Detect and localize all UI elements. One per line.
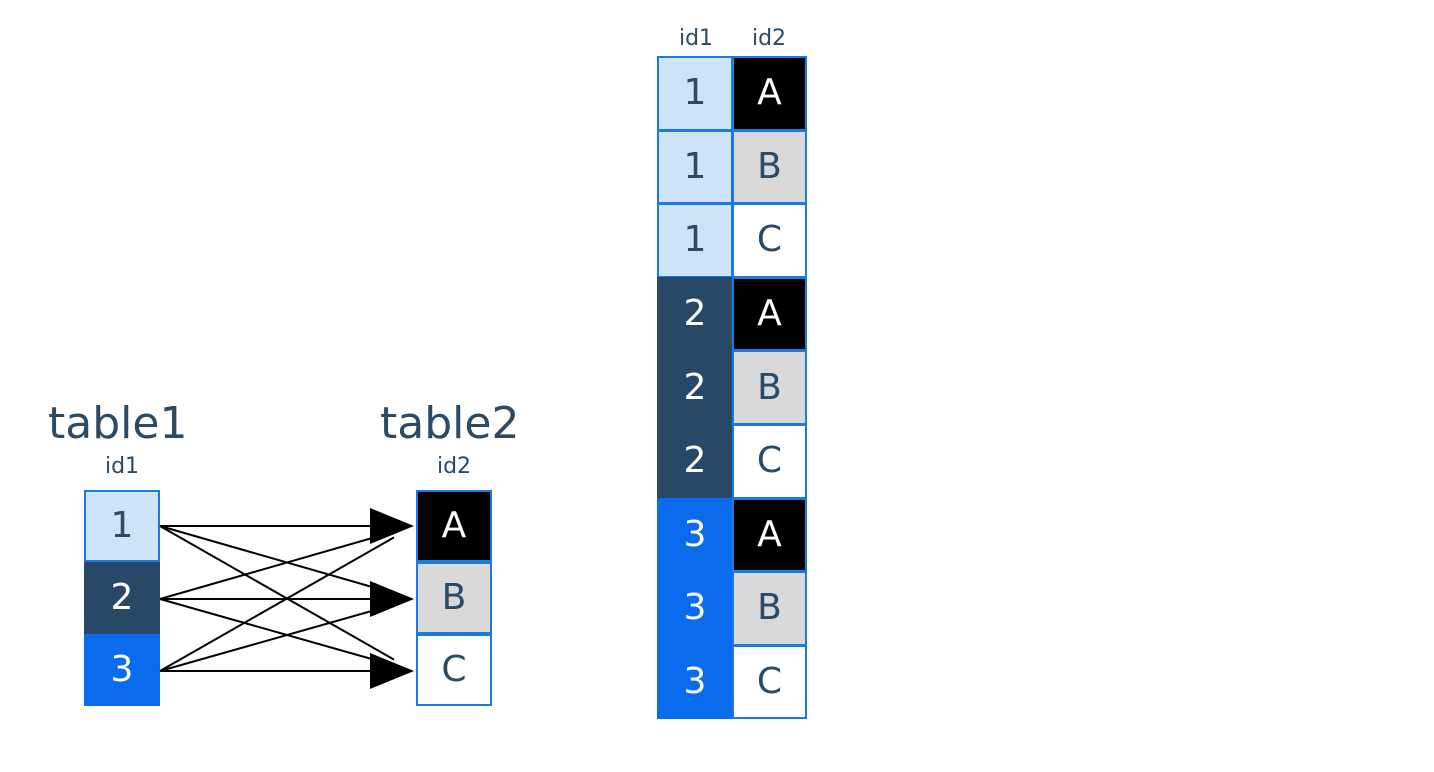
arrowhead-icon — [370, 508, 414, 544]
result-id2-cell: A — [732, 497, 807, 573]
table2-cell: A — [416, 490, 492, 562]
table1-cell: 1 — [84, 490, 160, 562]
result-id2-cell: A — [732, 56, 807, 131]
table2-cell: C — [416, 634, 492, 706]
result-id2-cell: C — [732, 424, 807, 499]
result-id2-cell: B — [732, 571, 807, 646]
result-id2-cell: B — [732, 350, 807, 425]
join-arrow-line — [159, 525, 395, 595]
result-id2-cell: C — [732, 644, 807, 720]
join-arrow-line — [159, 536, 395, 672]
result-id1-cell: 2 — [657, 350, 733, 425]
table2-cell: B — [416, 562, 492, 634]
table1-column-header: id1 — [104, 454, 140, 479]
join-arrow-line — [159, 598, 395, 667]
result-id1-cell: 3 — [657, 644, 733, 720]
join-arrow-line — [159, 525, 395, 661]
result-id1-cell: 1 — [657, 203, 733, 278]
result-id1-cell: 3 — [657, 571, 733, 646]
result-id2-cell: B — [732, 129, 807, 205]
join-arrow-line — [159, 603, 395, 672]
table2-column-header: id2 — [436, 454, 472, 479]
result-id1-cell: 2 — [657, 276, 733, 352]
result-id1-cell: 1 — [657, 129, 733, 205]
result-column-header-id2: id2 — [751, 26, 787, 51]
result-id1-cell: 3 — [657, 497, 733, 573]
result-id1-cell: 2 — [657, 424, 733, 499]
table1-cell: 3 — [84, 634, 160, 706]
result-id2-cell: A — [732, 276, 807, 352]
result-id2-cell: C — [732, 203, 807, 278]
arrowhead-icon — [370, 581, 414, 617]
result-id1-cell: 1 — [657, 56, 733, 131]
join-arrow-line — [159, 530, 395, 600]
result-column-header-id1: id1 — [678, 26, 714, 51]
arrowhead-icon — [370, 653, 414, 689]
table2-title: table2 — [380, 398, 520, 449]
table1-cell: 2 — [84, 562, 160, 634]
table1-title: table1 — [48, 398, 188, 449]
